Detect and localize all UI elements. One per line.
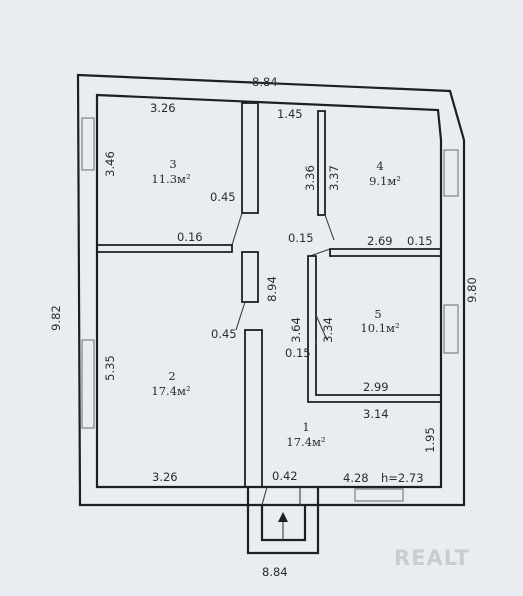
partition-r4 xyxy=(317,110,326,216)
dim-r4-h1: 3.36 xyxy=(303,165,317,191)
room-3-number: 3 xyxy=(169,157,176,171)
window-left-bottom xyxy=(81,339,95,429)
window-left-top xyxy=(81,117,95,171)
dim-r2-wall: 0.45 xyxy=(211,327,237,341)
outer-wall-inner xyxy=(95,93,443,489)
room-2-number: 2 xyxy=(168,369,175,383)
dim-r3-wall: 0.45 xyxy=(210,190,236,204)
dim-r4-width: 2.69 xyxy=(367,234,393,248)
dim-r4-wall2: 0.15 xyxy=(407,234,433,248)
dim-r5-w1: 2.99 xyxy=(363,380,389,394)
dim-r3-bottom: 0.16 xyxy=(177,230,203,244)
dim-r4-h2: 3.37 xyxy=(327,165,341,191)
dim-corridor-top: 1.45 xyxy=(277,107,303,121)
partition-r2-bottom xyxy=(244,329,263,488)
dim-r5-w2: 3.14 xyxy=(363,407,389,421)
dim-r2-width: 3.26 xyxy=(152,470,178,484)
dim-r3-width: 3.26 xyxy=(150,101,176,115)
dim-r5-wall: 0.15 xyxy=(285,346,311,360)
wall-r5 xyxy=(307,255,442,403)
dim-r5-h1: 3.64 xyxy=(289,317,303,343)
door-r5 xyxy=(315,314,328,341)
wall-r3-r2 xyxy=(96,244,233,253)
door-r4b xyxy=(309,248,331,257)
dim-corridor-mid: 8.94 xyxy=(265,276,279,302)
dim-bottom-width: 8.84 xyxy=(262,565,288,579)
door-r4 xyxy=(324,214,335,241)
room-1-number: 1 xyxy=(302,420,309,434)
partition-r2-top xyxy=(241,251,259,303)
window-bottom xyxy=(354,488,404,502)
door-r2 xyxy=(235,301,246,331)
dim-right-lower: 1.95 xyxy=(423,427,437,453)
room-5-number: 5 xyxy=(374,307,381,321)
room-3-area: 11.3м² xyxy=(151,172,190,186)
dim-right-height: 9.80 xyxy=(465,277,479,303)
room-4-area: 9.1м² xyxy=(369,174,401,188)
room-2-area: 17.4м² xyxy=(151,384,190,398)
entry-door xyxy=(261,486,268,506)
room-5-area: 10.1м² xyxy=(360,321,399,335)
wall-r4-r5 xyxy=(329,248,442,257)
dim-r4-wall: 0.15 xyxy=(288,231,314,245)
window-right-bottom xyxy=(443,304,459,354)
dim-top-width: 8.84 xyxy=(252,75,278,89)
dim-left-height: 9.82 xyxy=(49,305,63,331)
watermark-logo: REALT xyxy=(394,546,470,570)
dim-door-gap: 0.42 xyxy=(272,469,298,483)
door-r3 xyxy=(231,212,243,246)
dim-entry-width: 4.28 xyxy=(343,471,369,485)
dim-r5-h2: 3.34 xyxy=(321,317,335,343)
entry-outer xyxy=(246,487,320,555)
dim-r2-height: 5.35 xyxy=(103,355,117,381)
room-4-number: 4 xyxy=(376,159,383,173)
room-1-area: 17.4м² xyxy=(286,435,325,449)
outer-wall xyxy=(76,73,466,507)
partition-r3 xyxy=(241,102,259,214)
entry-arrow-icon xyxy=(278,512,288,522)
dim-ceiling-height: h=2.73 xyxy=(381,471,424,485)
window-right-top xyxy=(443,149,459,197)
dim-r3-height: 3.46 xyxy=(103,151,117,177)
